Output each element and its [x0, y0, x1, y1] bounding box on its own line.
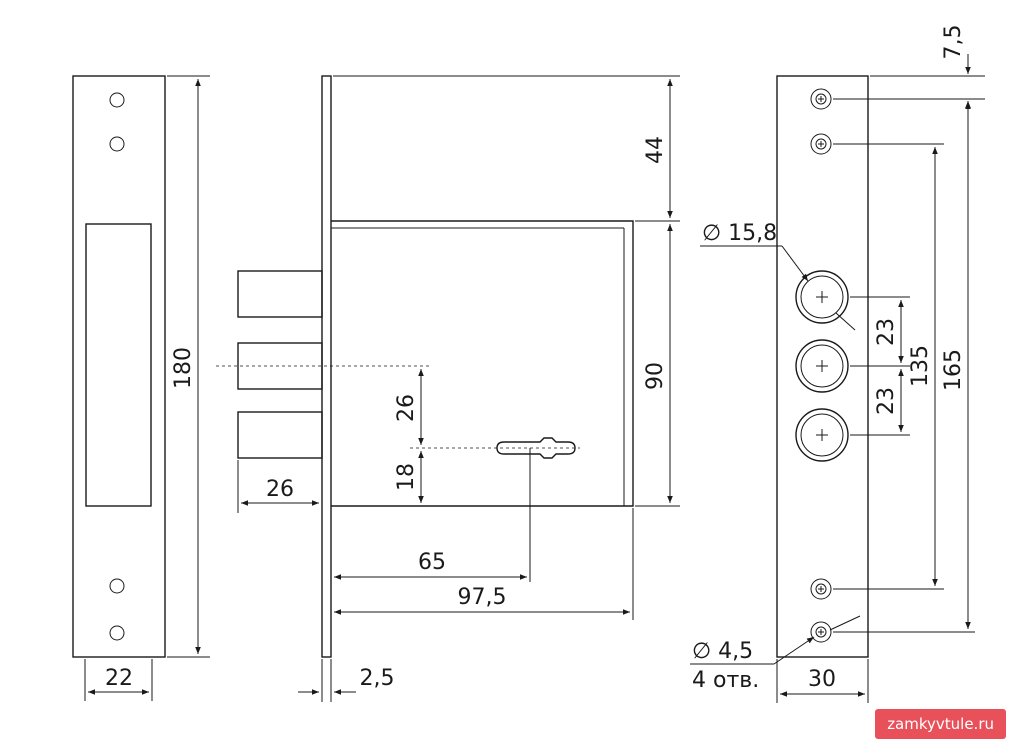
dim-outer-holes: 165 — [833, 102, 975, 633]
label-26-vert: 26 — [394, 394, 419, 422]
label-165: 165 — [941, 349, 966, 391]
label-44: 44 — [643, 136, 668, 164]
dim-backset: 65 — [334, 550, 527, 580]
dim-inner-holes: 135 — [833, 143, 944, 590]
dim-screw-diameter: ∅ 4,5 4 отв. — [690, 615, 861, 693]
label-90: 90 — [643, 362, 668, 390]
label-97-5: 97,5 — [458, 585, 507, 610]
label-180: 180 — [171, 347, 196, 389]
strike-plate — [72, 75, 166, 658]
label-30: 30 — [808, 667, 836, 692]
dim-case-depth: 97,5 — [334, 508, 634, 620]
screw-hole — [810, 133, 832, 155]
screw-hole — [810, 578, 832, 600]
label-26-horiz: 26 — [266, 477, 294, 502]
dim-top-hole-offset: 7,5 — [833, 25, 985, 120]
label-135: 135 — [908, 345, 933, 387]
dim-faceplate-width: 30 — [776, 659, 869, 703]
dim-cylinder-offsets: 26 18 — [332, 369, 432, 507]
watermark-badge[interactable]: zamkyvtule.ru — [875, 709, 1006, 739]
label-23-upper: 23 — [874, 318, 899, 346]
label-7-5: 7,5 — [941, 25, 966, 60]
label-2-5: 2,5 — [360, 666, 395, 691]
label-d15-8: ∅ 15,8 — [702, 221, 777, 246]
label-65: 65 — [418, 550, 446, 575]
screw-hole — [810, 88, 832, 110]
dim-strike-height: 180 — [167, 75, 210, 658]
dim-bolt-throw: 26 — [237, 460, 319, 513]
dim-bolt-diameter: ∅ 15,8 — [700, 221, 856, 331]
label-22: 22 — [105, 666, 133, 691]
label-18: 18 — [394, 463, 419, 491]
bolt-hole — [795, 408, 849, 462]
dim-faceplate-thickness: 2,5 — [298, 659, 395, 702]
label-23-lower: 23 — [874, 387, 899, 415]
bolt-hole — [795, 339, 849, 393]
dim-strike-width: 22 — [84, 659, 153, 701]
dim-case-height: 90 — [635, 224, 680, 507]
label-d4-5: ∅ 4,5 — [692, 639, 753, 664]
lock-side-view — [216, 75, 634, 658]
dim-top-offset: 44 — [333, 75, 680, 222]
screw-hole — [810, 621, 832, 643]
dim-bolt-spacing: 23 23 — [850, 296, 910, 436]
label-4-holes: 4 отв. — [692, 668, 759, 693]
bolt-hole — [795, 270, 849, 324]
